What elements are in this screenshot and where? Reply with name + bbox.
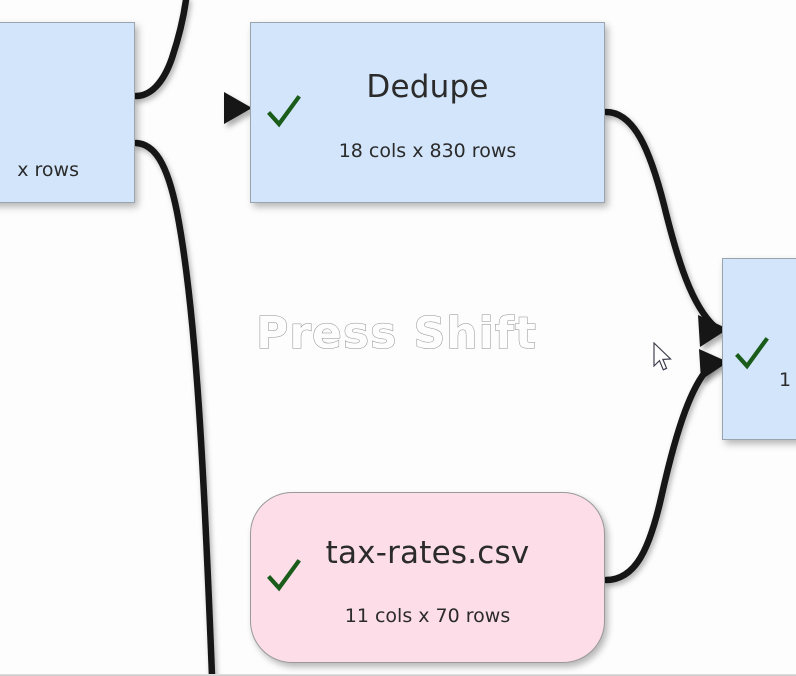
node-left-clipped[interactable]: x rows [0, 22, 135, 203]
edge-tax-to-right [602, 358, 719, 584]
window-bottom-edge [0, 674, 796, 676]
edge-left-to-offbottom [132, 139, 216, 676]
arrow-pointer-icon [652, 341, 674, 374]
check-icon [735, 337, 769, 371]
check-icon [267, 559, 301, 593]
node-dedupe-subtitle: 18 cols x 830 rows [338, 140, 517, 162]
node-right-clipped[interactable]: 1 [722, 258, 796, 440]
arrowhead-tax-into-right [699, 349, 728, 380]
node-tax-rates-subtitle: 11 cols x 70 rows [344, 605, 511, 627]
node-tax-rates-csv[interactable]: tax-rates.csv 11 cols x 70 rows [250, 492, 605, 663]
node-right-subtitle: 1 [779, 369, 792, 391]
node-dedupe-title: Dedupe [366, 69, 489, 105]
arrowhead-into-dedupe [224, 92, 252, 124]
node-dedupe[interactable]: Dedupe 18 cols x 830 rows [250, 22, 605, 203]
arrowhead-dedupe-into-right [698, 315, 728, 347]
check-icon [267, 95, 301, 129]
edge-left-to-offtop [132, 0, 190, 100]
edge-dedupe-to-right [602, 108, 719, 331]
node-tax-rates-title: tax-rates.csv [325, 535, 530, 571]
node-left-subtitle: x rows [17, 159, 79, 181]
